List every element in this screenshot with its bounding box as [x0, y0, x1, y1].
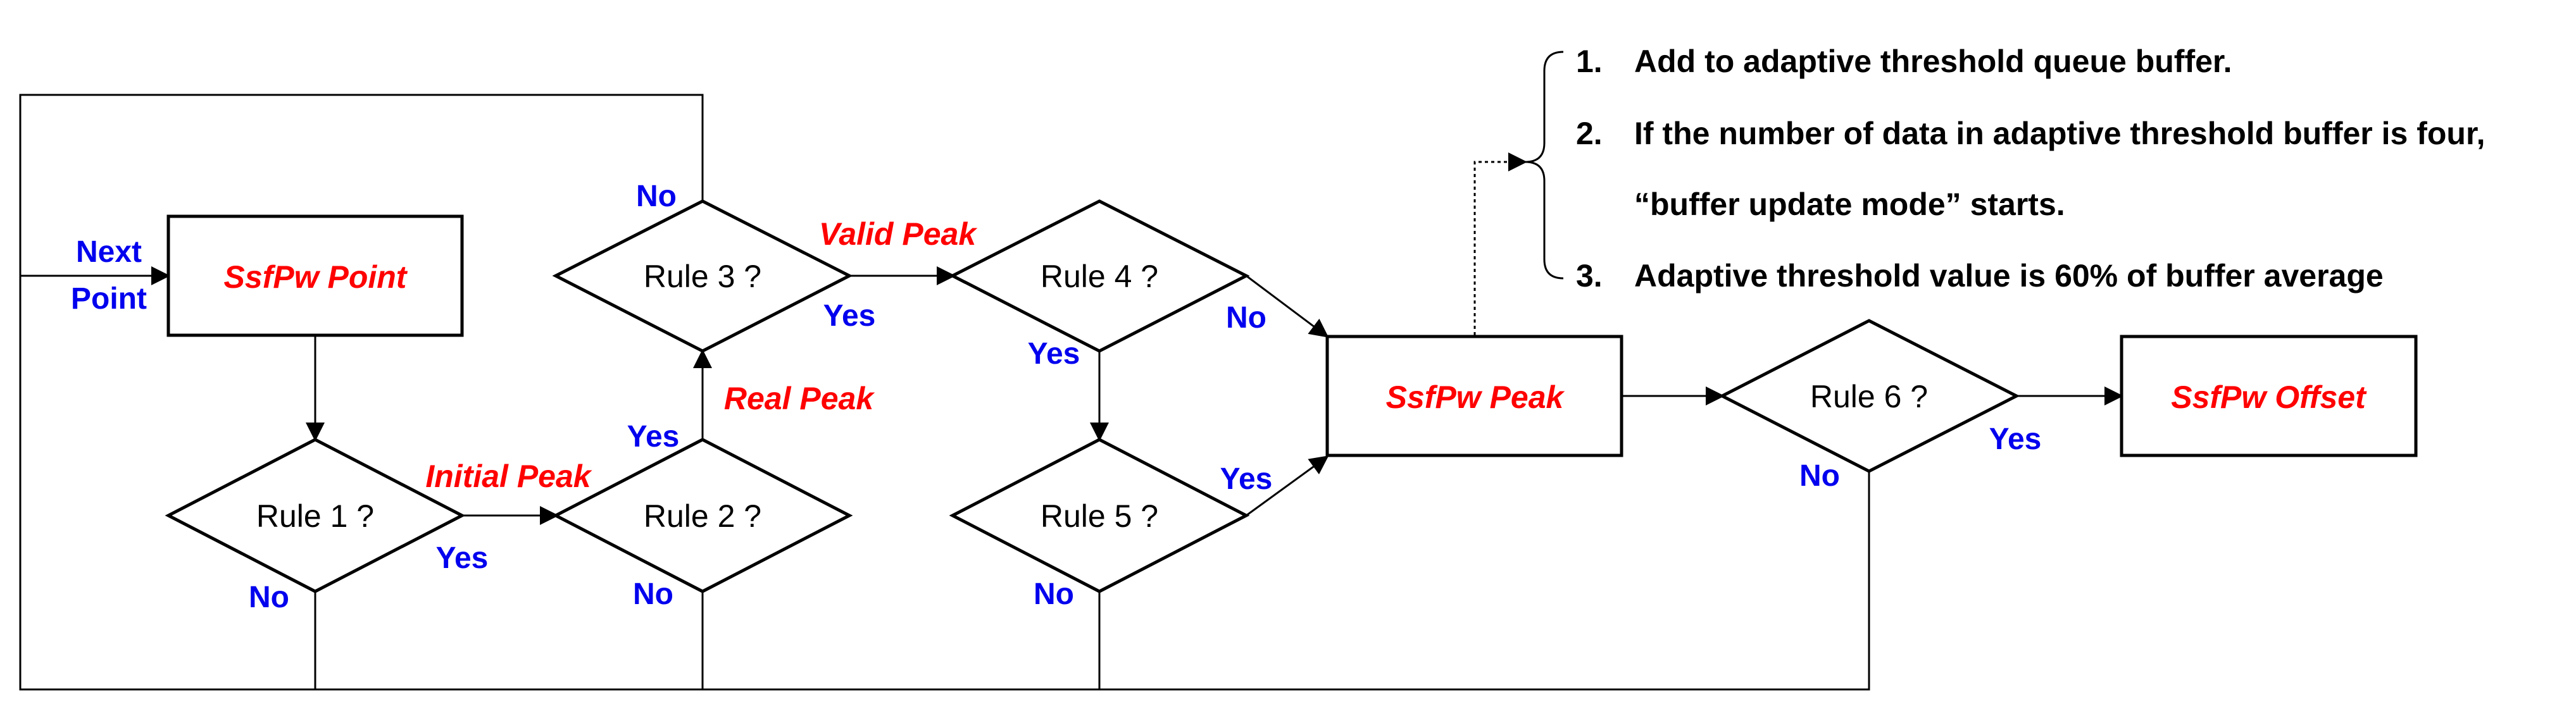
- decision-rule1: Rule 1 ?: [165, 438, 466, 593]
- point-label: Point: [71, 282, 147, 316]
- diamond-shape: [1718, 319, 2020, 473]
- diamond-shape: [949, 199, 1250, 353]
- peak-to-notes-dotted-arrow: [1473, 152, 1527, 335]
- box-shape: [1325, 335, 1623, 457]
- note-2-number: 2.: [1576, 116, 1603, 151]
- rule2-no-label: No: [633, 577, 673, 611]
- next-label: Next: [76, 235, 142, 269]
- note-1-number: 1.: [1576, 44, 1603, 79]
- note-3-number: 3.: [1576, 258, 1603, 293]
- note-1-text: Add to adaptive threshold queue buffer.: [1634, 44, 2232, 79]
- box-label: SsfPw Offset: [2171, 380, 2367, 415]
- rule3-no-label: No: [636, 180, 677, 213]
- rule6-no-label: No: [1799, 459, 1840, 493]
- loop-line: [19, 94, 1870, 691]
- box-label: SsfPw Peak: [1386, 380, 1565, 415]
- rule4-no-label: No: [1226, 301, 1266, 335]
- diamond-label: Rule 6 ?: [1810, 379, 1928, 414]
- decision-rule3: Rule 3 ?: [552, 199, 853, 353]
- feedback-loop: [19, 94, 1870, 691]
- diamond-shape: [165, 438, 466, 593]
- rule5-no-label: No: [1034, 577, 1074, 611]
- process-box-point: SsfPw Point: [166, 214, 464, 337]
- valid-peak-label: Valid Peak: [819, 216, 977, 252]
- rule1-no-label: No: [249, 581, 289, 614]
- real-peak-label: Real Peak: [724, 381, 875, 416]
- note-2-text: If the number of data in adaptive thresh…: [1634, 116, 2485, 151]
- decision-rule5: Rule 5 ?: [949, 438, 1250, 593]
- rule5-to-peak-arrow: [1246, 455, 1329, 517]
- rule4-yes-label: Yes: [1028, 337, 1080, 371]
- box-shape: [166, 214, 464, 337]
- notes-list: 1. Add to adaptive threshold queue buffe…: [1576, 44, 2485, 293]
- curly-brace: [1525, 51, 1564, 280]
- diamond-shape: [552, 199, 853, 353]
- decision-rule2: Rule 2 ?: [552, 438, 853, 593]
- connectors: [20, 152, 2123, 525]
- process-box-offset: SsfPw Offset: [2120, 335, 2418, 457]
- rule2-yes-label: Yes: [627, 420, 680, 454]
- rule5-yes-label: Yes: [1220, 462, 1273, 496]
- diamond-label: Rule 2 ?: [644, 498, 761, 534]
- decision-rule6: Rule 6 ?: [1718, 319, 2020, 473]
- diamond-label: Rule 3 ?: [644, 259, 761, 294]
- process-box-peak: SsfPw Peak: [1325, 335, 1623, 457]
- box-shape: [2120, 335, 2418, 457]
- diamond-shape: [552, 438, 853, 593]
- rule1-yes-label: Yes: [436, 541, 489, 575]
- initial-peak-label: Initial Peak: [425, 459, 592, 494]
- box-label: SsfPw Point: [224, 259, 408, 295]
- decision-rule4: Rule 4 ?: [949, 199, 1250, 353]
- diamond-shape: [949, 438, 1250, 593]
- rule3-yes-label: Yes: [823, 299, 876, 333]
- rule4-to-peak-arrow: [1246, 275, 1329, 338]
- diamond-label: Rule 1 ?: [256, 498, 374, 534]
- diamond-label: Rule 5 ?: [1041, 498, 1158, 534]
- note-2-continued: “buffer update mode” starts.: [1634, 187, 2065, 222]
- rule6-yes-label: Yes: [1989, 423, 2042, 456]
- diamond-label: Rule 4 ?: [1041, 259, 1158, 294]
- note-3-text: Adaptive threshold value is 60% of buffe…: [1634, 258, 2384, 293]
